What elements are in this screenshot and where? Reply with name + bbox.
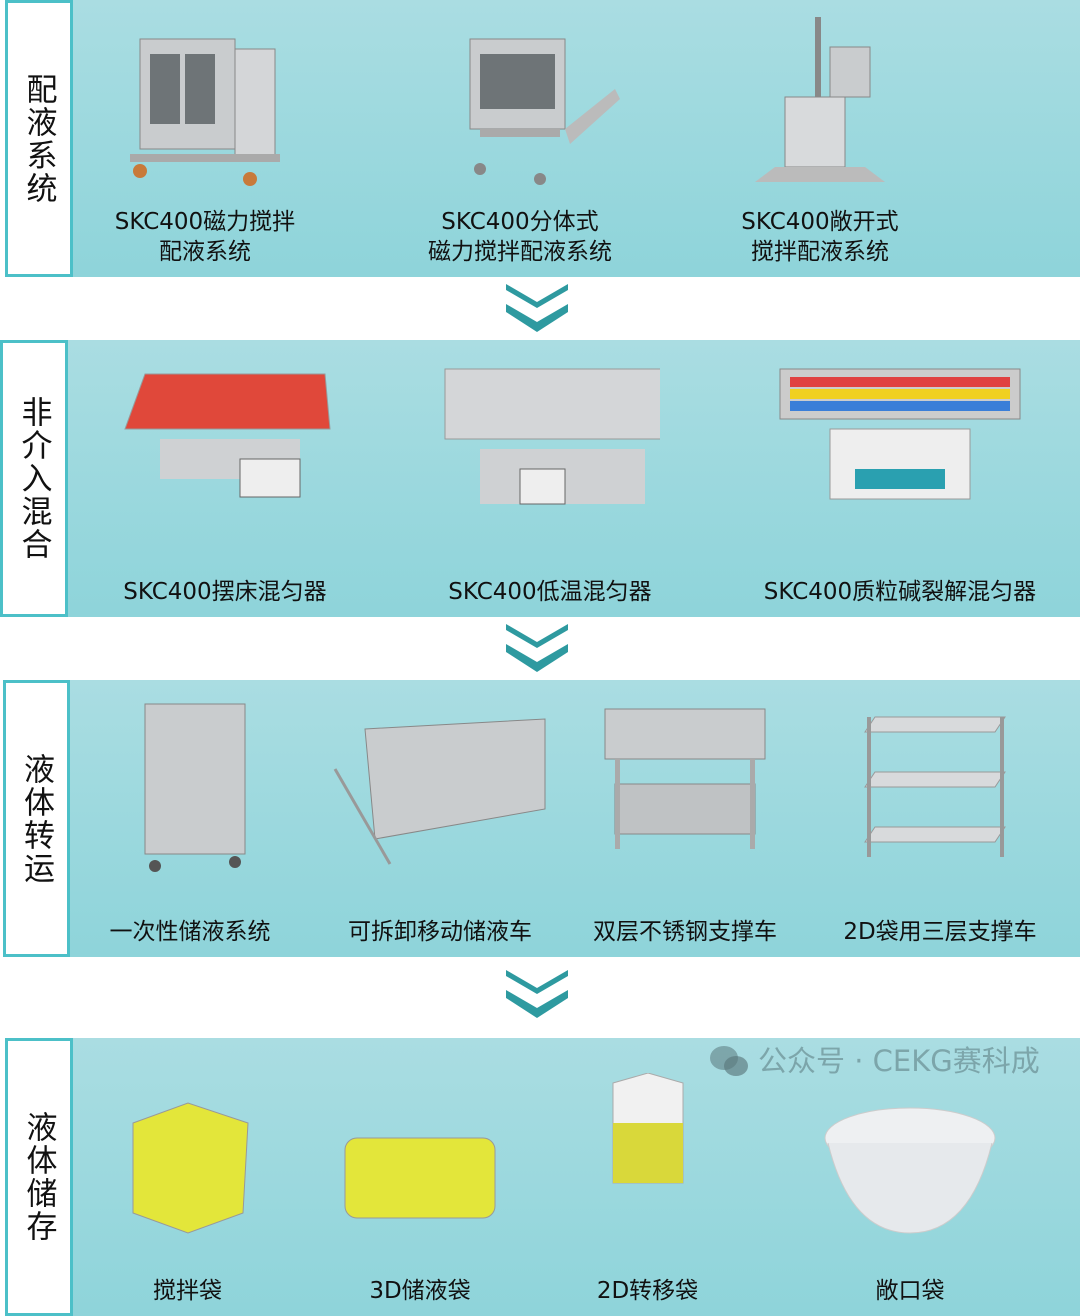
product-card[interactable]: 敞口袋 <box>800 1038 1020 1316</box>
product-image <box>115 354 335 534</box>
product-image <box>330 694 550 874</box>
product-card[interactable]: SKC400分体式 磁力搅拌配液系统 <box>400 0 640 277</box>
flow-arrow-icon <box>506 624 568 672</box>
product-image <box>440 354 660 534</box>
section-label: 液体储存 <box>5 1038 73 1316</box>
section-label: 配液系统 <box>5 0 73 277</box>
product-card[interactable]: SKC400摆床混匀器 <box>110 340 340 617</box>
product-image <box>830 694 1050 874</box>
product-image <box>770 354 1030 534</box>
product-image <box>410 14 630 194</box>
section-non-invasive-mixing: 非介入混合 SKC400摆床混匀器 SKC400低温混匀器 SKC400质粒碱裂… <box>0 340 1080 617</box>
product-card[interactable]: 2D袋用三层支撑车 <box>825 680 1055 957</box>
product-card[interactable]: 可拆卸移动储液车 <box>330 680 550 957</box>
section-label: 非介入混合 <box>0 340 68 617</box>
watermark: 公众号 · CEKG赛科成 <box>708 1044 1040 1078</box>
section-liquid-storage: 液体储存 搅拌袋 3D储液袋 2D转移袋 敞口袋 <box>0 1038 1080 1316</box>
product-image <box>310 1088 530 1268</box>
product-card[interactable]: 3D储液袋 <box>310 1038 530 1316</box>
section-mixing-system: 配液系统 SKC400磁力搅拌 配液系统 SKC400分体式 磁力搅拌配液系统 … <box>0 0 1080 277</box>
flow-arrow-icon <box>506 284 568 332</box>
product-card[interactable]: 搅拌袋 <box>90 1038 285 1316</box>
product-image <box>80 694 300 874</box>
section-liquid-transfer: 液体转运 一次性储液系统 可拆卸移动储液车 双层不锈钢支撑车 2D袋用三层支撑车 <box>0 680 1080 957</box>
wechat-icon <box>710 1046 748 1076</box>
product-image <box>800 1078 1020 1258</box>
product-card[interactable]: SKC400敞开式 搅拌配液系统 <box>710 0 930 277</box>
product-image <box>710 14 930 194</box>
product-image <box>78 1078 298 1258</box>
product-card[interactable]: 双层不锈钢支撑车 <box>575 680 795 957</box>
product-image <box>575 694 795 874</box>
product-card[interactable]: 一次性储液系统 <box>85 680 295 957</box>
product-card[interactable]: SKC400磁力搅拌 配液系统 <box>100 0 310 277</box>
flow-arrow-icon <box>506 970 568 1018</box>
product-image <box>95 14 315 194</box>
product-card[interactable]: 2D转移袋 <box>560 1038 735 1316</box>
product-card[interactable]: SKC400质粒碱裂解混匀器 <box>750 340 1050 617</box>
product-image <box>598 1068 698 1248</box>
product-card[interactable]: SKC400低温混匀器 <box>430 340 670 617</box>
section-label: 液体转运 <box>3 680 70 957</box>
